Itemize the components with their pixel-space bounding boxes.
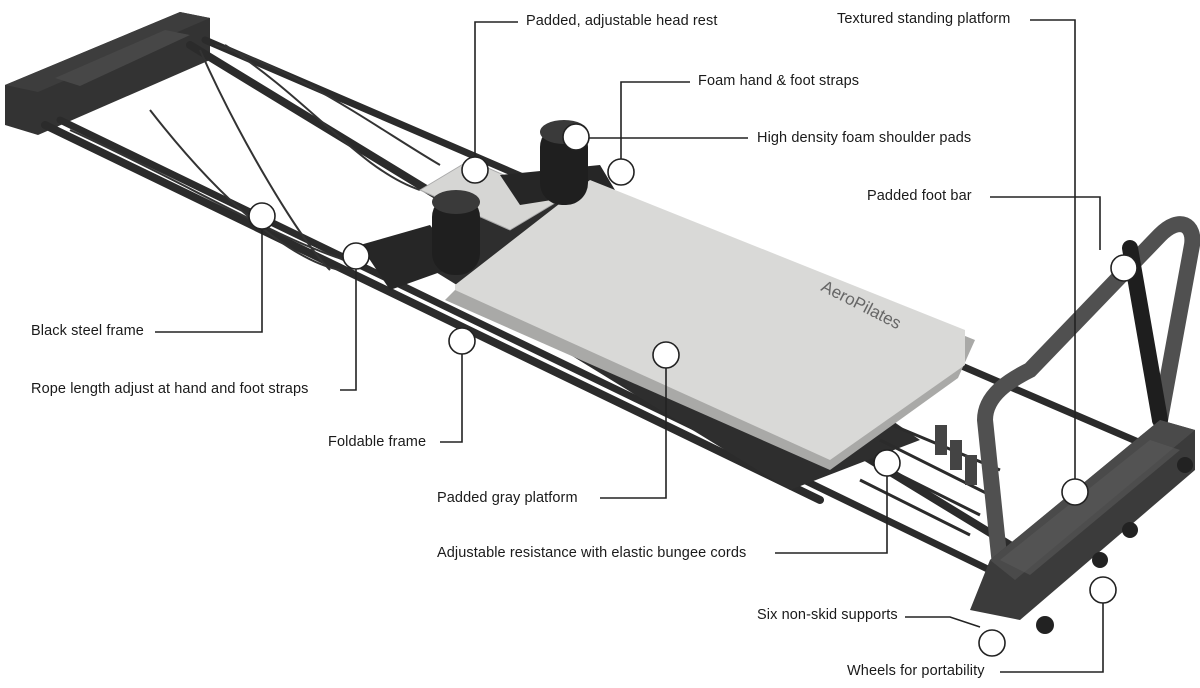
label-wheels: Wheels for portability [847,663,985,679]
marker-gray-platform [652,341,680,369]
label-steel-frame: Black steel frame [31,323,144,339]
label-rope-adjust: Rope length adjust at hand and foot stra… [31,381,309,397]
marker-foam-straps [607,158,635,186]
label-bungee-cords: Adjustable resistance with elastic bunge… [437,545,747,561]
marker-shoulder-pads [562,123,590,151]
padded-foot-bar [976,216,1200,573]
label-head-rest: Padded, adjustable head rest [526,13,718,29]
marker-foldable-frame [448,327,476,355]
label-foldable-frame: Foldable frame [328,434,427,450]
label-gray-platform: Padded gray platform [437,490,578,506]
marker-head-rest [461,156,489,184]
marker-steel-frame [248,202,276,230]
label-foam-straps: Foam hand & foot straps [698,73,860,89]
marker-bungee-cords [873,449,901,477]
marker-standing-platform [1061,478,1089,506]
label-standing-platform: Textured standing platform [837,11,1011,27]
label-foot-bar: Padded foot bar [867,188,972,204]
label-non-skid: Six non-skid supports [757,607,898,623]
callout-markers [248,123,1138,657]
label-shoulder-pads: High density foam shoulder pads [757,130,972,146]
marker-rope-adjust [342,242,370,270]
rear-anchor-box [5,12,210,135]
callout-lines [155,19,1104,673]
marker-foot-bar [1110,254,1138,282]
bungee-cords [859,418,1001,537]
standing-platform [970,420,1195,634]
marker-wheels [1089,576,1117,604]
marker-non-skid [978,629,1006,657]
